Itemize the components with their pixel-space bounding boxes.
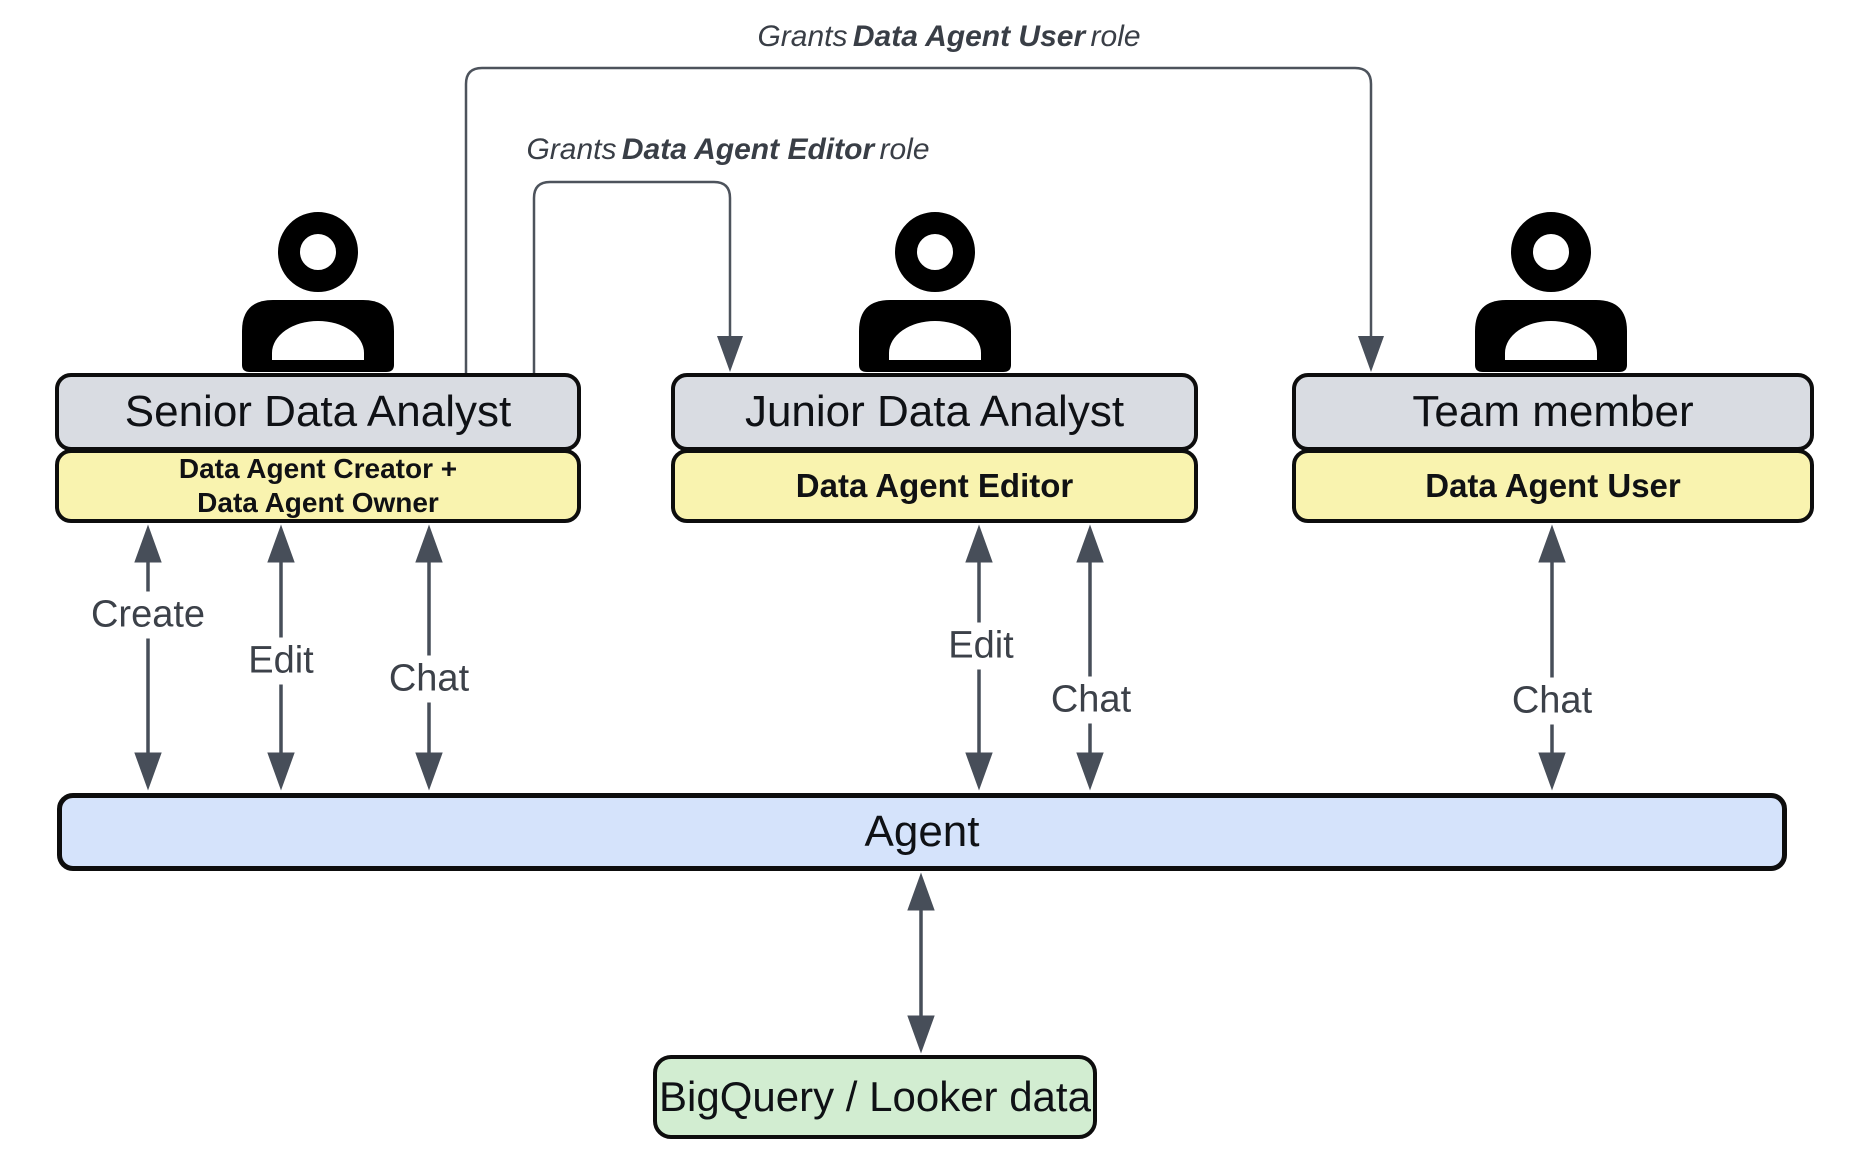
person-icon-senior [242,212,394,372]
grant-user-connector [464,66,1384,373]
action-label-edit-senior: Edit [238,637,324,685]
double-arrow-create [134,524,162,791]
grant-user-role-name: Data Agent User [852,20,1086,53]
action-label-create-senior: Create [80,591,216,639]
actor-title: Junior Data Analyst [671,373,1198,451]
actor-role-badge: Data Agent Creator + Data Agent Owner [55,449,581,523]
grant-user-prefix: Grants [757,20,848,53]
arrowhead-icon [717,336,743,372]
card-team-member: Team member Data Agent User [1292,373,1814,525]
actor-title: Senior Data Analyst [55,373,581,451]
double-arrow-chat-junior [1076,524,1104,791]
person-icon-team [1475,212,1627,372]
grant-editor-suffix: role [879,133,930,166]
grant-user-suffix: role [1090,20,1141,53]
person-icon-junior [859,212,1011,372]
actor-role-badge: Data Agent Editor [671,449,1198,523]
action-label-edit-junior: Edit [938,622,1024,670]
card-senior-data-analyst: Senior Data Analyst Data Agent Creator +… [55,373,581,525]
grant-editor-connector [532,180,743,373]
grant-editor-role-name: Data Agent Editor [621,133,875,166]
action-label-chat-junior: Chat [1040,676,1142,724]
card-junior-data-analyst: Junior Data Analyst Data Agent Editor [671,373,1198,525]
action-label-chat-team: Chat [1501,677,1603,725]
arrowhead-icon [1358,336,1384,372]
double-arrow-agent-data [907,872,935,1054]
action-label-chat-senior: Chat [378,655,480,703]
actor-title: Team member [1292,373,1814,451]
agent-bar: Agent [57,793,1787,871]
datasource-box: BigQuery / Looker data [653,1055,1097,1139]
actor-role-badge: Data Agent User [1292,449,1814,523]
grant-editor-prefix: Grants [526,133,617,166]
double-arrow-chat-team [1538,524,1566,791]
